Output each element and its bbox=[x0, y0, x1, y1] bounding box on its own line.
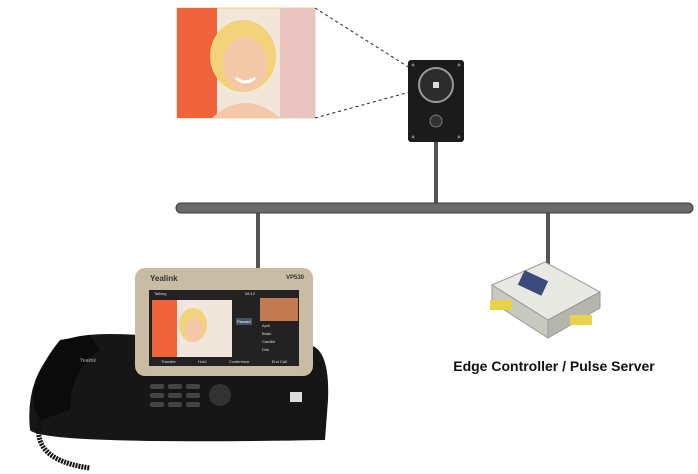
contact-item[interactable]: Brian bbox=[262, 331, 272, 336]
edge-controller-device bbox=[490, 261, 602, 339]
camera-snapshot-image bbox=[176, 7, 316, 119]
call-status: Talking bbox=[154, 291, 167, 296]
softkey-transfer[interactable]: Transfer bbox=[161, 359, 176, 364]
call-time: 08:12 bbox=[245, 291, 256, 296]
controller-label: Edge Controller / Pulse Server bbox=[453, 358, 655, 374]
paused-button[interactable]: Paused bbox=[236, 318, 252, 325]
softkey-conference[interactable]: Conference bbox=[228, 359, 250, 364]
callout-line-top bbox=[314, 7, 411, 69]
softkey-end-call[interactable]: End Call bbox=[271, 359, 287, 364]
contact-item[interactable]: Camille bbox=[262, 339, 276, 344]
svg-text:Yealink: Yealink bbox=[80, 358, 96, 364]
callout-line-bottom bbox=[314, 91, 411, 119]
network-bus bbox=[175, 202, 694, 214]
contact-item[interactable]: April bbox=[262, 323, 271, 328]
intercom-device bbox=[408, 60, 464, 142]
softkey-bar: Transfer Hold Conference End Call bbox=[150, 359, 298, 364]
phone-model: VP530 bbox=[286, 275, 305, 281]
video-phone: Yealink bbox=[29, 268, 329, 471]
contact-list: April Brian Camille Dirk bbox=[262, 322, 298, 354]
softkey-hold[interactable]: Hold bbox=[198, 359, 207, 364]
contact-item[interactable]: Dirk bbox=[262, 347, 270, 352]
phone-brand: Yealink bbox=[150, 274, 178, 283]
